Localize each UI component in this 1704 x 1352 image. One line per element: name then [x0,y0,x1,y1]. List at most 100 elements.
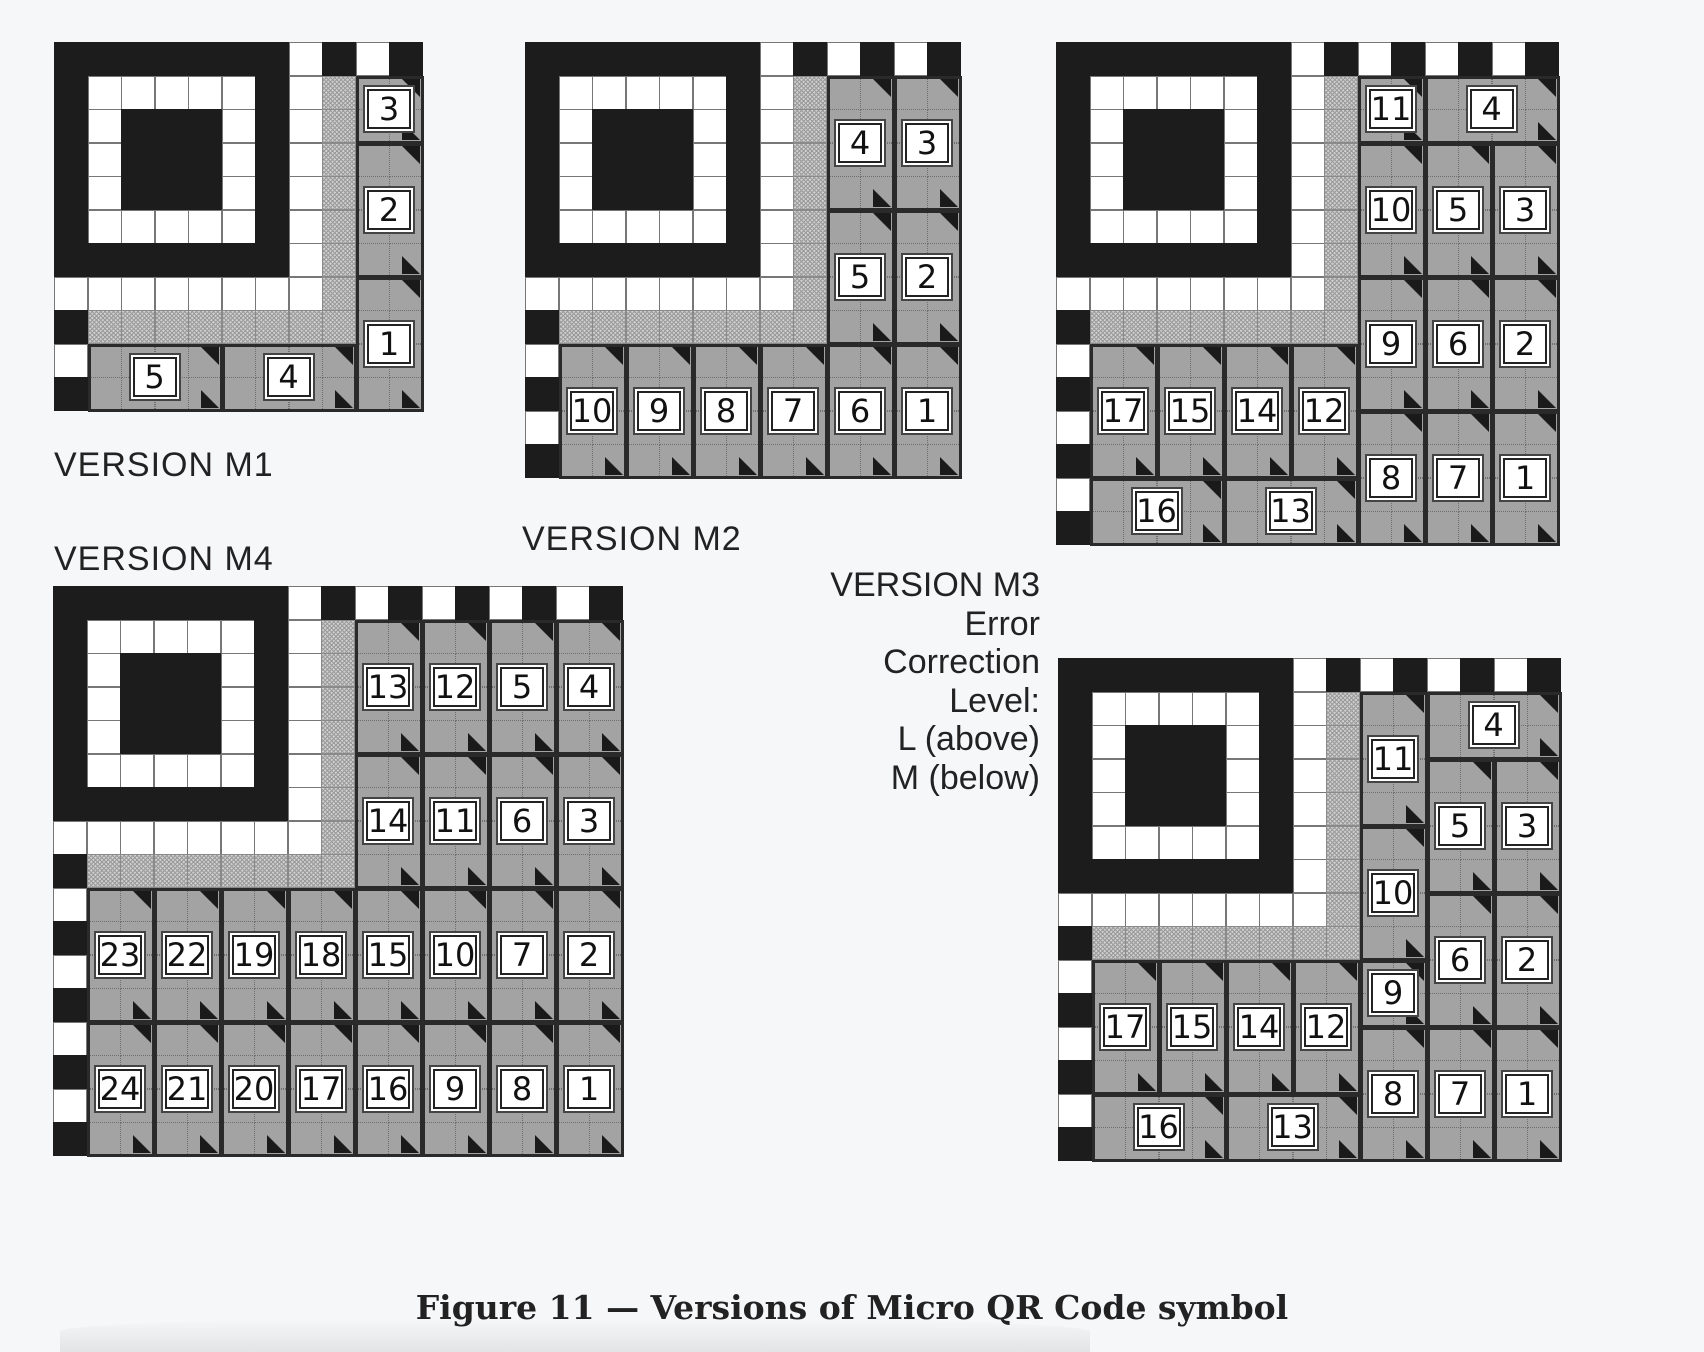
version-m4-label: VERSION M4 [54,540,274,578]
codeword-number: 21 [163,1066,211,1111]
format-info-module [1324,243,1358,277]
msb-corner-marker [1405,694,1424,713]
finder-module [121,176,155,210]
finder-module [592,42,626,76]
separator-module [288,142,323,177]
timing-module [354,586,389,620]
codeword-block [1225,1093,1361,1162]
msb-corner-marker [805,346,824,365]
ecl-note-below: M (below) [890,758,1040,797]
timing-module [1359,658,1394,692]
lsb-corner-marker [400,1000,419,1019]
finder-module [87,42,122,76]
finder-module [1056,142,1090,177]
finder-module [1259,725,1293,759]
lsb-corner-marker [939,188,958,207]
lsb-corner-marker [400,866,419,885]
msb-corner-marker [401,145,420,164]
format-info-module [321,787,355,821]
finder-module [1257,42,1291,76]
finder-module [1223,176,1258,210]
separator-module [1292,725,1327,759]
lsb-corner-marker [1271,1072,1290,1091]
finder-module [1158,691,1193,726]
msb-corner-marker [1472,1029,1491,1048]
finder-module [1223,209,1258,244]
format-info-module [120,854,154,888]
lsb-corner-marker [1338,1139,1357,1158]
finder-module [188,42,222,76]
codeword-number: 2 [365,187,413,232]
finder-module [220,653,255,687]
finder-module [1190,176,1224,210]
lsb-corner-marker [872,456,891,475]
figure-caption: Figure 11 — Versions of Micro QR Code sy… [415,1288,1289,1327]
codeword-block [87,343,223,412]
lsb-corner-marker [1202,523,1221,542]
finder-module [692,42,727,76]
lsb-corner-marker [266,1000,285,1019]
codeword-block [421,1021,490,1157]
finder-module [659,142,693,177]
finder-module [525,176,559,210]
codeword-block [1491,276,1560,412]
lsb-corner-marker [400,1134,419,1153]
finder-module [592,209,626,244]
separator-module [288,42,323,76]
msb-corner-marker [400,622,419,641]
codeword-block [153,887,222,1023]
data-module [1424,243,1459,277]
finder-module [1056,75,1090,110]
finder-module [220,720,255,754]
lsb-corner-marker [266,1134,285,1153]
finder-module [1125,825,1159,860]
lsb-corner-marker [1472,1139,1491,1158]
timing-module [1458,42,1492,76]
finder-module [659,75,693,110]
finder-module [153,787,188,821]
codeword-number: 11 [431,798,479,843]
format-info-module [1326,758,1360,793]
finder-module [1156,109,1191,143]
codeword-block [1359,1026,1428,1162]
lsb-corner-marker [939,322,958,341]
codeword-block [1223,343,1292,479]
codeword-block [1225,959,1294,1095]
separator-module [692,276,727,311]
codeword-number: 7 [498,932,546,977]
msb-corner-marker [1537,145,1556,164]
codeword-block [1493,892,1562,1028]
codeword-number: 2 [565,932,613,977]
format-info-module [322,209,356,244]
finder-module [1091,859,1126,893]
finder-module [188,109,222,143]
codeword-block [1292,959,1361,1095]
finder-module [53,653,87,687]
finder-module [1158,658,1193,692]
format-info-module [1225,926,1260,960]
format-info-module [1192,926,1226,960]
msb-corner-marker [1135,346,1154,365]
error-correction-note: VERSION M3 Error Correction Level: L (ab… [700,566,1040,797]
format-info-module [793,142,827,177]
data-module [153,1122,188,1156]
codeword-number: 4 [1467,87,1516,131]
lsb-corner-marker [1403,523,1422,542]
finder-module [87,75,122,110]
finder-module [625,42,660,76]
finder-module [1089,243,1124,277]
codeword-block [421,887,490,1023]
codeword-number: 16 [1132,489,1181,533]
finder-module [726,42,760,76]
format-info-module [221,310,256,344]
codeword-number: 7 [769,388,817,433]
finder-module [1158,825,1193,860]
finder-module [220,686,255,721]
separator-module [759,209,794,244]
finder-module [1123,75,1157,110]
codeword-number: 9 [1367,321,1415,366]
finder-module [221,142,256,177]
finder-module [1257,109,1291,143]
format-info-module [322,276,356,311]
finder-module [221,243,256,277]
